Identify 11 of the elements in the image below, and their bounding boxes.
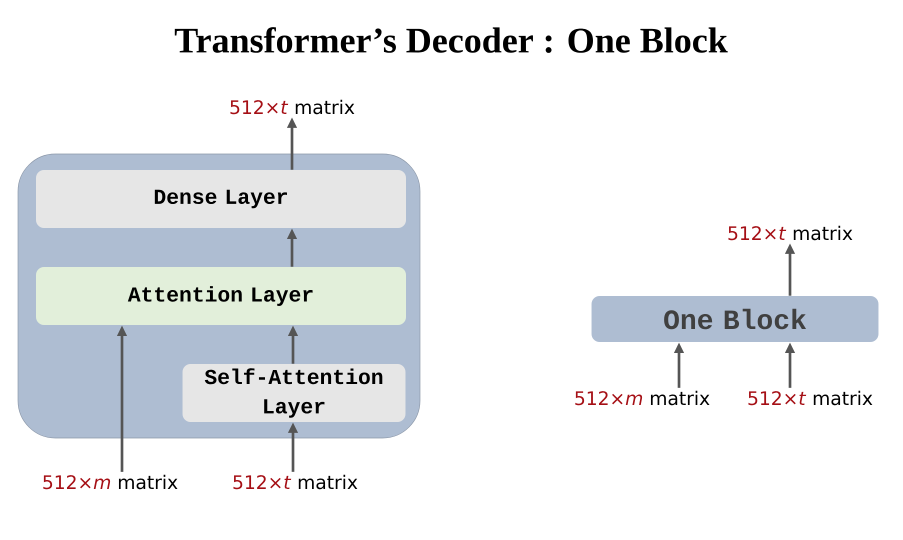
layer-box: Attention Layer <box>36 267 406 325</box>
matrix-label: 512×t matrix <box>748 390 872 406</box>
matrix-label: 512×m matrix <box>43 474 178 490</box>
title: Transformer’s Decoder : One Block <box>174 27 728 53</box>
layer-box: Self-Attention Layer <box>182 364 406 422</box>
matrix-label: 512×t matrix <box>728 226 852 240</box>
layer-box: Dense Layer <box>36 170 406 228</box>
matrix-label: 512×t matrix <box>233 474 358 490</box>
matrix-label: 512×m matrix <box>575 390 710 406</box>
block-box: One Block <box>592 296 878 342</box>
matrix-label: 512×t matrix <box>230 100 354 114</box>
